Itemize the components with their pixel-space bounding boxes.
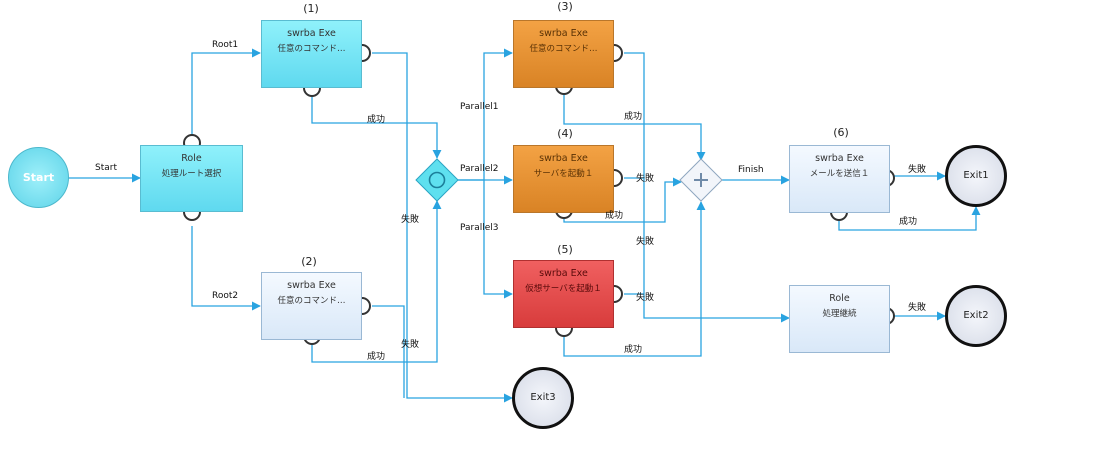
edge-label-n4-failure: 失敗 <box>636 174 655 184</box>
edge-label-n5-success: 成功 <box>624 345 643 355</box>
edge-label-n3-success: 成功 <box>624 112 643 122</box>
edge-label-parallel1: Parallel1 <box>460 102 499 112</box>
exit1-node[interactable]: Exit1 <box>945 145 1007 207</box>
edge-label-n2-success: 成功 <box>367 352 386 362</box>
exit2-node[interactable]: Exit2 <box>945 285 1007 347</box>
edge-label-finish: Finish <box>738 165 764 175</box>
parallel-join-gateway[interactable] <box>679 158 723 202</box>
edge-label-n4-failure-2: 失敗 <box>636 237 655 247</box>
node-number-2: (2) <box>301 255 317 268</box>
edge-label-n2-failure: 失敗 <box>401 340 420 350</box>
edge-parallel1 <box>458 48 513 181</box>
exe-node-3[interactable]: swrba Exe 任意のコマンド… <box>513 20 614 88</box>
node-number-3: (3) <box>557 0 573 13</box>
exe-node-2[interactable]: swrba Exe 任意のコマンド… <box>261 272 362 340</box>
edge-label-parallel2: Parallel2 <box>460 164 499 174</box>
role-route-title: Role <box>181 153 202 164</box>
exe-node-3-subtitle: 任意のコマンド… <box>529 44 598 54</box>
edge-root1 <box>191 48 261 143</box>
edge-label-root2: Root2 <box>212 291 239 301</box>
edge-n5-success <box>563 201 706 357</box>
role-log-node[interactable]: Role 処理継続 <box>789 285 890 353</box>
edge-n6-success <box>838 206 981 231</box>
start-node[interactable]: Start <box>8 147 69 208</box>
node-number-5: (5) <box>557 243 573 256</box>
node-number-4: (4) <box>557 127 573 140</box>
role-log-title: Role <box>829 293 850 304</box>
exe-node-4[interactable]: swrba Exe サーバを起動１ <box>513 145 614 213</box>
edge-root2 <box>191 226 261 311</box>
edge-label-n6-failure: 失敗 <box>908 165 927 175</box>
edge-n1-failure <box>372 52 513 403</box>
edge-n2-success <box>311 200 442 363</box>
exe-node-1-title: swrba Exe <box>287 28 336 39</box>
exe-node-3-title: swrba Exe <box>539 28 588 39</box>
edge-label-n5-failure: 失敗 <box>636 293 655 303</box>
exe-node-5[interactable]: swrba Exe 仮想サーバを起動１ <box>513 260 614 328</box>
exe-node-4-subtitle: サーバを起動１ <box>533 169 594 179</box>
edge-label-n6-success: 成功 <box>899 217 918 227</box>
merge-gateway[interactable] <box>415 158 459 202</box>
role-route-subtitle: 処理ルート選択 <box>161 169 222 179</box>
edge-n3-failure <box>624 52 790 323</box>
node-number-6: (6) <box>833 126 849 139</box>
edge-label-n1-success: 成功 <box>367 115 386 125</box>
edge-n3-success <box>563 90 706 161</box>
exe-node-6-title: swrba Exe <box>815 153 864 164</box>
exe-node-6-subtitle: メールを送信１ <box>809 169 870 179</box>
role-log-subtitle: 処理継続 <box>822 309 857 319</box>
edge-label-n1-failure: 失敗 <box>401 215 420 225</box>
exe-node-1-subtitle: 任意のコマンド… <box>277 44 346 54</box>
role-route-node[interactable]: Role 処理ルート選択 <box>140 145 243 212</box>
node-number-1: (1) <box>303 2 319 15</box>
edge-label-log-failure: 失敗 <box>908 303 927 313</box>
exe-node-5-subtitle: 仮想サーバを起動１ <box>525 284 602 294</box>
exe-node-6[interactable]: swrba Exe メールを送信１ <box>789 145 890 213</box>
exe-node-5-title: swrba Exe <box>539 268 588 279</box>
exit3-node[interactable]: Exit3 <box>512 367 574 429</box>
edge-n2-failure <box>372 305 405 398</box>
edge-n1-success <box>311 95 442 159</box>
exe-node-2-subtitle: 任意のコマンド… <box>277 296 346 306</box>
exe-node-4-title: swrba Exe <box>539 153 588 164</box>
edge-label-n4-success: 成功 <box>605 211 624 221</box>
edge-label-root1: Root1 <box>212 40 239 50</box>
exe-node-2-title: swrba Exe <box>287 280 336 291</box>
edge-label-start: Start <box>95 163 117 173</box>
edge-label-parallel3: Parallel3 <box>460 223 499 233</box>
edge-parallel3 <box>483 180 513 299</box>
exe-node-1[interactable]: swrba Exe 任意のコマンド… <box>261 20 362 88</box>
